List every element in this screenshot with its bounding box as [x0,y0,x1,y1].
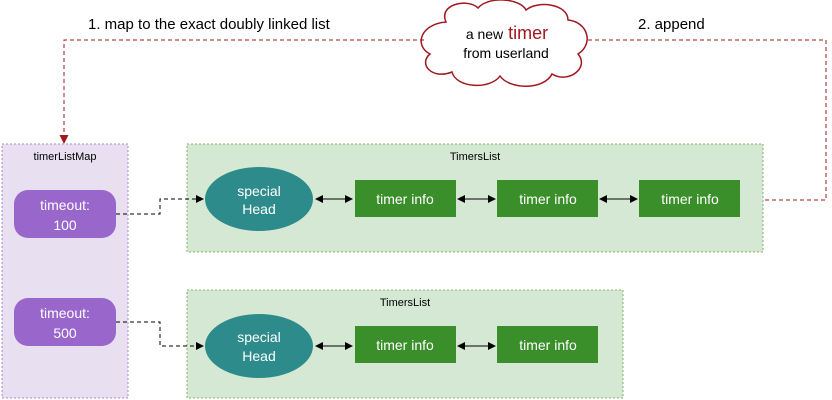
cloud-line2: from userland [463,45,549,61]
timers-list-2: TimersList special Head timer info timer… [186,289,624,399]
svg-text:timer info: timer info [376,337,434,353]
map-title: timerListMap [34,151,97,163]
list-title: TimersList [450,151,500,163]
timer-info-node: timer info [355,180,456,217]
svg-text:timer info: timer info [376,191,434,207]
svg-text:timer info: timer info [661,191,719,207]
map-entry-500-connector [116,321,204,350]
map-to-list-connector [59,39,424,144]
timer-info-node: timer info [497,326,598,363]
special-head: special Head [205,167,313,231]
svg-text:Head: Head [242,348,275,364]
step1-label: 1. map to the exact doubly linked list [88,16,331,33]
timers-list-1: TimersList special Head timer info timer… [186,143,764,253]
timer-list-map: timerListMap timeout: 100 timeout: 500 [1,143,129,399]
map-entry-value: 100 [53,217,77,233]
map-entry-label: timeout: [40,305,90,321]
svg-text:timer info: timer info [519,191,577,207]
map-entry-100[interactable]: timeout: 100 [14,190,116,238]
svg-text:special: special [237,183,281,199]
append-connector [588,39,827,205]
map-entry-value: 500 [53,325,77,341]
map-entry-500[interactable]: timeout: 500 [14,298,116,346]
special-head: special Head [205,314,313,378]
step2-label: 2. append [638,16,705,33]
list-title: TimersList [380,297,430,309]
map-entry-100-connector [116,195,204,215]
map-entry-label: timeout: [40,197,90,213]
svg-text:Head: Head [242,201,275,217]
svg-text:timer info: timer info [519,337,577,353]
timer-info-node: timer info [355,326,456,363]
timer-info-node: timer info [497,180,598,217]
timer-info-node: timer info [639,180,740,217]
svg-text:special: special [237,329,281,345]
